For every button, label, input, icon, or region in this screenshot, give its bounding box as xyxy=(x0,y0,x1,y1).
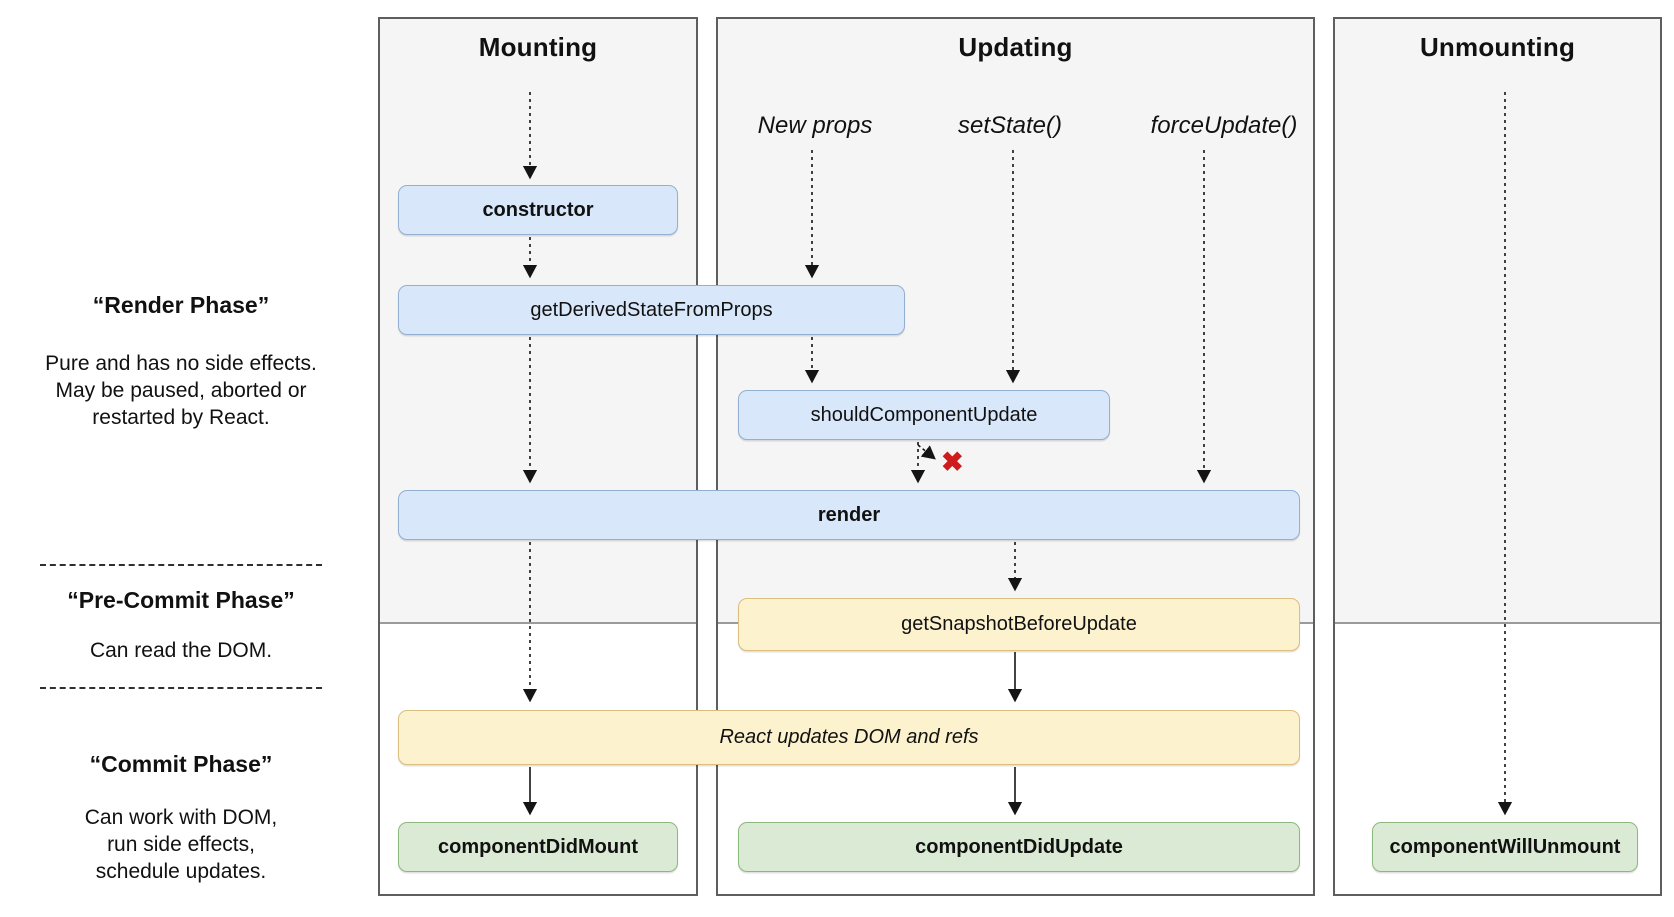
pre-commit-phase-description: Can read the DOM. xyxy=(89,639,273,662)
trigger-force-update: forceUpdate() xyxy=(1150,112,1298,139)
pre-commit-phase-title: “Pre-Commit Phase” xyxy=(67,587,295,613)
commit-phase-title: “Commit Phase” xyxy=(89,751,273,777)
column-unmounting: Unmounting xyxy=(1333,17,1662,896)
node-get-derived-state-from-props[interactable]: getDerivedStateFromProps xyxy=(398,285,905,335)
column-title-updating: Updating xyxy=(958,32,1073,62)
node-component-will-unmount[interactable]: componentWillUnmount xyxy=(1372,822,1638,872)
render-phase-description: Pure and has no side effects. May be pau… xyxy=(45,352,317,429)
column-title-mounting: Mounting xyxy=(478,32,598,62)
commit-phase-description: Can work with DOM, run side effects, sch… xyxy=(84,806,278,883)
trigger-set-state: setState() xyxy=(957,112,1063,139)
node-should-component-update[interactable]: shouldComponentUpdate xyxy=(738,390,1110,440)
render-phase-title: “Render Phase” xyxy=(92,292,270,318)
node-component-did-mount[interactable]: componentDidMount xyxy=(398,822,678,872)
trigger-new-props: New props xyxy=(757,112,873,139)
node-react-updates-dom-and-refs: React updates DOM and refs xyxy=(398,710,1300,765)
node-render[interactable]: render xyxy=(398,490,1300,540)
column-title-unmounting: Unmounting xyxy=(1419,32,1576,62)
no-update-x-icon: ✖ xyxy=(941,447,964,477)
node-get-snapshot-before-update[interactable]: getSnapshotBeforeUpdate xyxy=(738,598,1300,651)
phase-separator-bottom xyxy=(40,687,322,689)
node-component-did-update[interactable]: componentDidUpdate xyxy=(738,822,1300,872)
node-constructor[interactable]: constructor xyxy=(398,185,678,235)
phase-separator-top xyxy=(40,564,322,566)
